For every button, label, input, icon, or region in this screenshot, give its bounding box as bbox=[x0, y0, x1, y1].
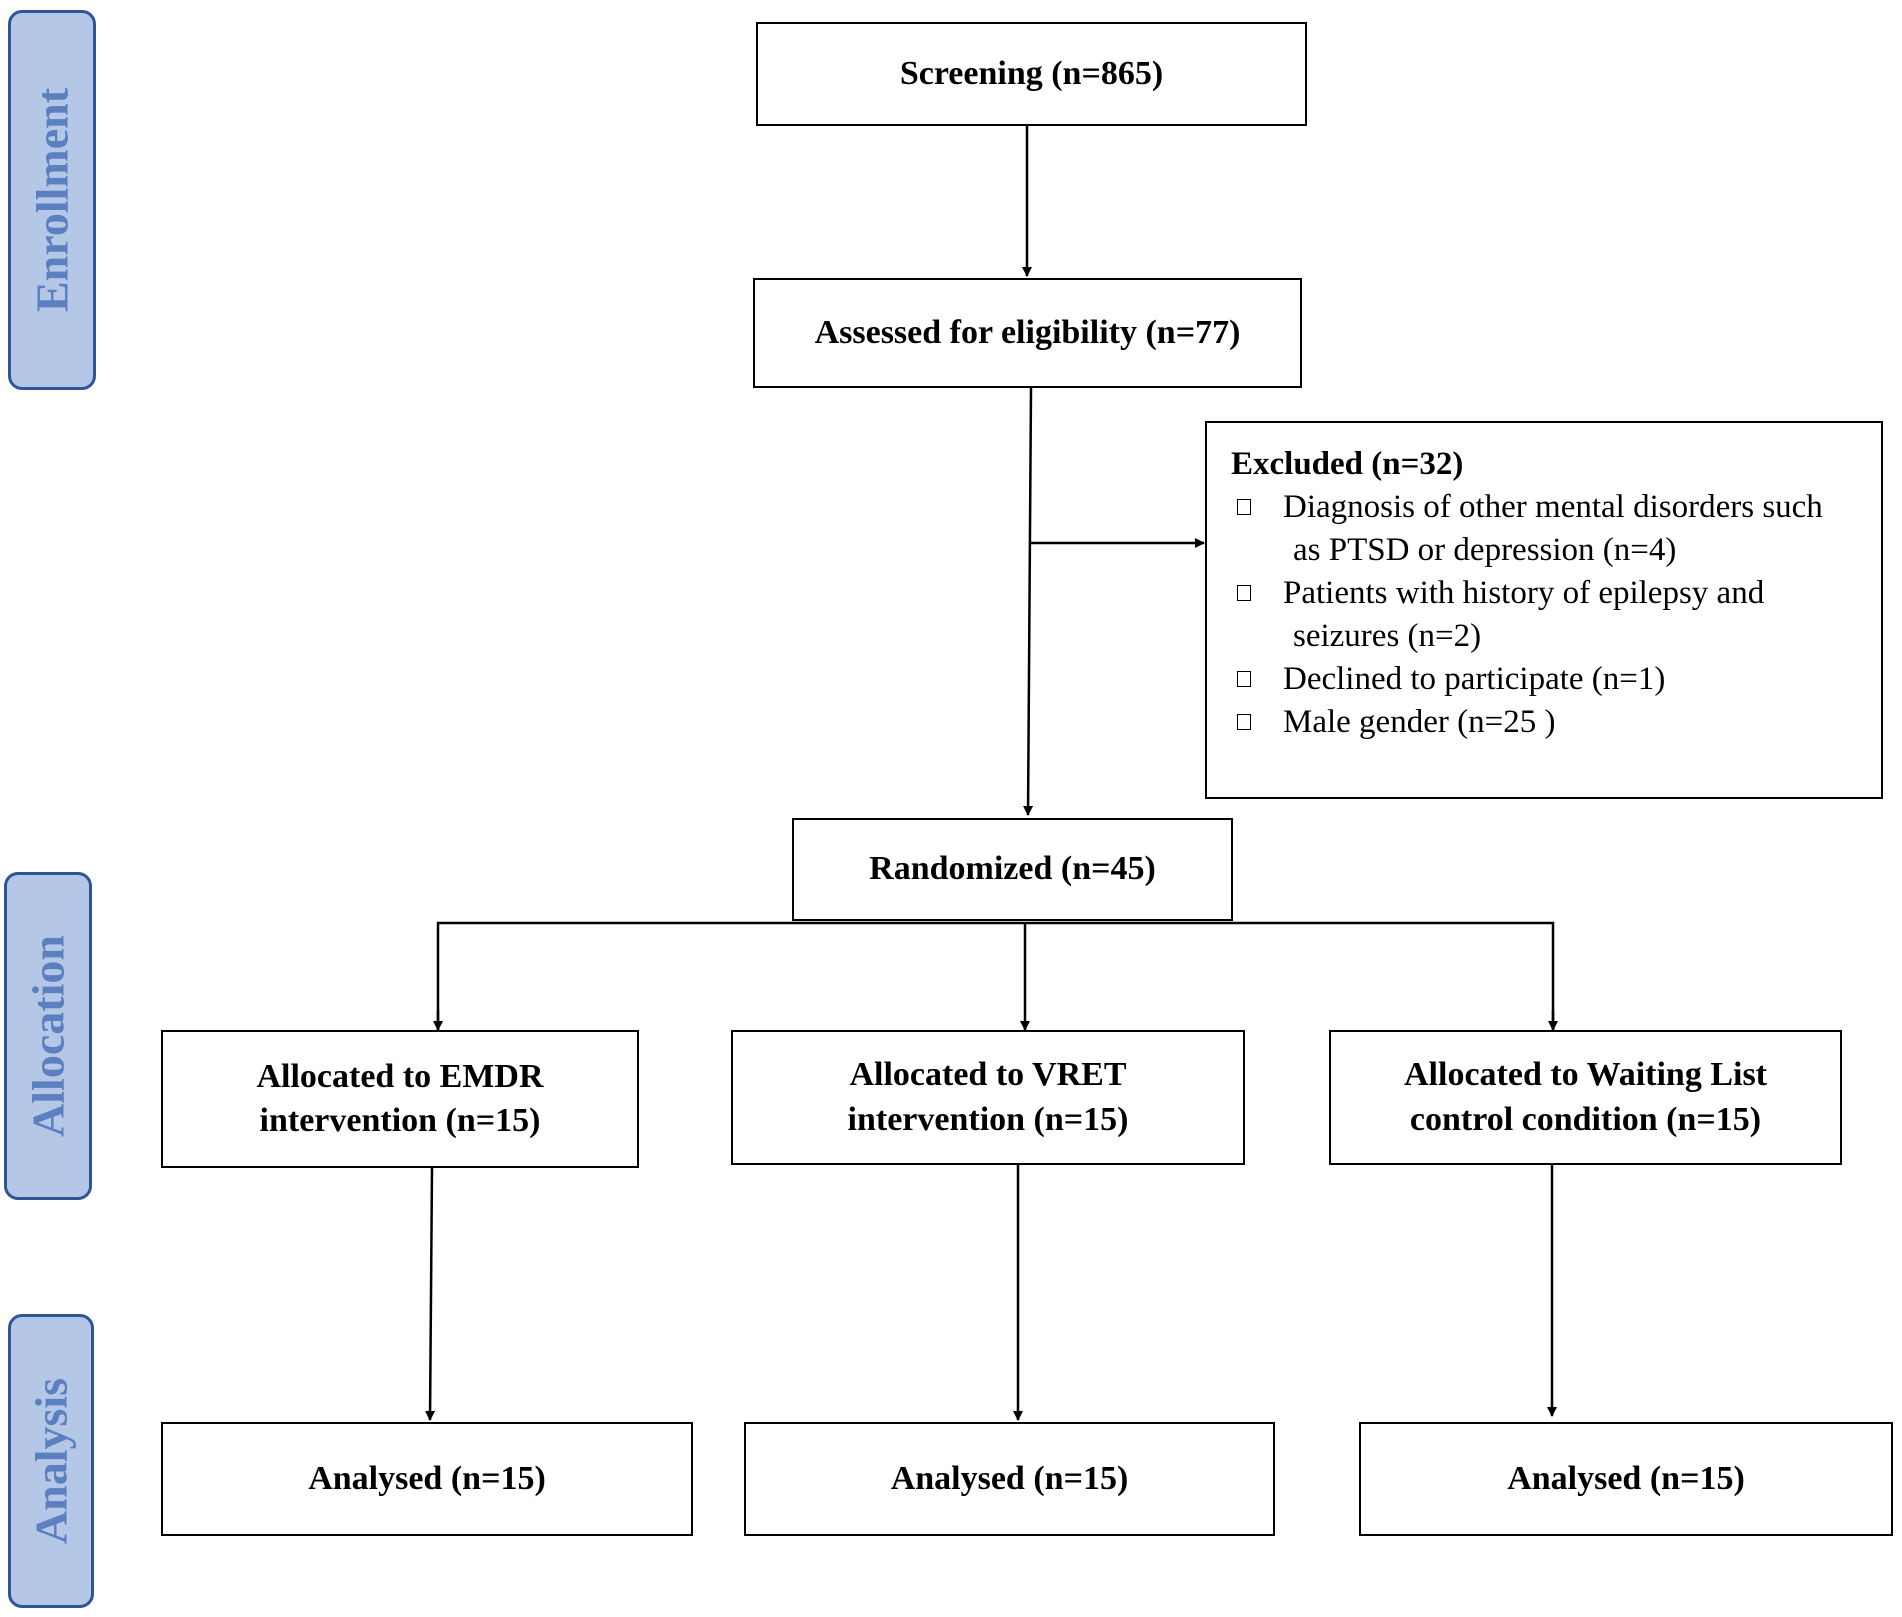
allocated-emdr-line1: Allocated to EMDR bbox=[256, 1057, 544, 1095]
stage-tab-analysis: Analysis bbox=[8, 1314, 94, 1608]
allocated-vret-line2: intervention (n=15) bbox=[847, 1100, 1129, 1138]
excluded-box: Excluded (n=32) Diagnosis of other menta… bbox=[1205, 421, 1883, 799]
allocated-waiting-line2: control condition (n=15) bbox=[1409, 1100, 1762, 1138]
excluded-item: Male gender (n=25 ) bbox=[1231, 701, 1863, 744]
excluded-item-text: Patients with history of epilepsy and bbox=[1283, 575, 1765, 611]
allocated-emdr-box: Allocated to EMDR intervention (n=15) bbox=[161, 1030, 639, 1168]
excluded-item-text: Declined to participate (n=1) bbox=[1283, 661, 1666, 697]
excluded-item: Diagnosis of other mental disorders such… bbox=[1231, 486, 1863, 572]
excluded-item: Declined to participate (n=1) bbox=[1231, 658, 1863, 701]
analysed-emdr-box: Analysed (n=15) bbox=[161, 1422, 693, 1536]
checkbox-bullet-icon bbox=[1237, 499, 1251, 515]
analysed-emdr-text: Analysed (n=15) bbox=[308, 1459, 546, 1497]
assessed-box: Assessed for eligibility (n=77) bbox=[753, 278, 1302, 388]
stage-tab-allocation: Allocation bbox=[4, 872, 92, 1200]
stage-tab-enrollment: Enrollment bbox=[8, 10, 96, 390]
branch-line bbox=[436, 921, 1555, 1030]
analysed-waiting-box: Analysed (n=15) bbox=[1359, 1422, 1893, 1536]
allocated-waiting-line1: Allocated to Waiting List bbox=[1404, 1056, 1767, 1094]
arrow-assessed-to-randomized bbox=[1023, 387, 1034, 816]
allocated-emdr-line2: intervention (n=15) bbox=[259, 1102, 541, 1139]
allocated-vret-line1: Allocated to VRET bbox=[849, 1056, 1127, 1094]
excluded-item-text-cont: seizures (n=2) bbox=[1293, 618, 1482, 654]
checkbox-bullet-icon bbox=[1237, 714, 1251, 730]
analysed-vret-box: Analysed (n=15) bbox=[744, 1422, 1275, 1536]
analysed-vret-text: Analysed (n=15) bbox=[890, 1459, 1129, 1497]
checkbox-bullet-icon bbox=[1237, 671, 1251, 687]
allocated-waiting-box: Allocated to Waiting List control condit… bbox=[1329, 1030, 1842, 1165]
assessed-text: Assessed for eligibility (n=77) bbox=[814, 313, 1241, 351]
arrow-emdr-to-analysed bbox=[425, 1167, 436, 1421]
excluded-title: Excluded (n=32) bbox=[1231, 446, 1464, 482]
excluded-item-text-cont: as PTSD or depression (n=4) bbox=[1293, 532, 1677, 568]
allocated-vret-box: Allocated to VRET intervention (n=15) bbox=[731, 1030, 1245, 1165]
excluded-item: Patients with history of epilepsy and se… bbox=[1231, 572, 1863, 658]
randomized-text: Randomized (n=45) bbox=[869, 850, 1156, 888]
screening-box: Screening (n=865) bbox=[756, 22, 1307, 126]
checkbox-bullet-icon bbox=[1237, 585, 1251, 601]
randomized-box: Randomized (n=45) bbox=[792, 818, 1233, 921]
excluded-item-text: Diagnosis of other mental disorders such bbox=[1283, 489, 1823, 525]
excluded-item-text: Male gender (n=25 ) bbox=[1283, 704, 1556, 740]
analysed-waiting-text: Analysed (n=15) bbox=[1507, 1459, 1745, 1497]
screening-text: Screening (n=865) bbox=[899, 54, 1164, 92]
